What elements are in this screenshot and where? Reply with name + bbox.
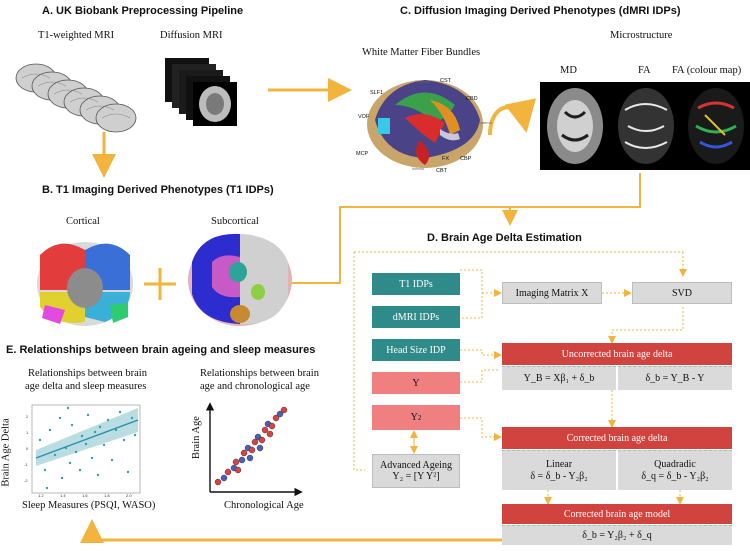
section-b-title: B. T1 Imaging Derived Phenotypes (T1 IDP… [42, 184, 274, 196]
uncorrected-delta-box: Uncorrected brain age delta [502, 343, 732, 365]
plot1-ytick-0: 2 [26, 414, 29, 419]
section-e-title: E. Relationships between brain ageing an… [6, 344, 316, 356]
plot1-xtick-1: 1.4 [60, 493, 66, 498]
plot1-xtick-4: 2.0 [126, 493, 132, 498]
tract-cst: CST [440, 78, 452, 84]
t1-mri-label: T1-weighted MRI [38, 30, 115, 41]
plot2-title-line2: age and chronological age [200, 381, 310, 392]
y-box: Y [372, 372, 460, 394]
subcortical-label: Subcortical [211, 216, 259, 227]
quadratic-box: Quadradic δ_q = δ_b - Y₂β₂ [618, 450, 732, 490]
white-matter-label: White Matter Fiber Bundles [362, 47, 481, 58]
tract-cbd: CBD [466, 96, 478, 102]
cortical-label: Cortical [66, 216, 100, 227]
quadratic-title: Quadradic [654, 459, 696, 470]
advanced-ageing-formula: Y₂ = [Y Y²] [392, 471, 440, 482]
tract-anterior: Anterior [478, 120, 493, 125]
md-label: MD [560, 65, 577, 76]
t1-idps-box: T1 IDPs [372, 273, 460, 295]
plot1-ytick-1: 1 [26, 430, 29, 435]
imaging-matrix-box: Imaging Matrix X [502, 282, 602, 304]
yb-formula-box: Y_B = Xβ₁ + δ_b [502, 366, 616, 390]
plot1-ytick-2: 0 [26, 446, 29, 451]
plot1-xtick-2: 1.6 [82, 493, 88, 498]
corrected-delta-box: Corrected brain age delta [502, 427, 732, 449]
tract-slf1: SLF1 [370, 90, 383, 96]
dashed-frame-d [353, 252, 365, 471]
fa-colour-label: FA (colour map) [672, 65, 742, 76]
plot2-xlabel: Chronological Age [224, 500, 304, 511]
plot1-title-line2: age delta and sleep measures [25, 381, 147, 392]
advanced-ageing-title: Advanced Ageing [380, 459, 452, 471]
advanced-ageing-box: Advanced Ageing Y₂ = [Y Y²] [372, 454, 460, 488]
corrected-model-box: Corrected brain age model [502, 504, 732, 524]
db-formula-box: δ_b = Y_B - Y [618, 366, 732, 390]
y2-label: Y [410, 412, 418, 423]
linear-title: Linear [545, 459, 573, 470]
quadratic-formula: δ_q = δ_b - Y₂β₂ [641, 470, 709, 482]
plot1-ytick-4: -2 [24, 478, 28, 483]
plot1-xlabel: Sleep Measures (PSQI, WASO) [22, 500, 156, 511]
section-c-title: C. Diffusion Imaging Derived Phenotypes … [400, 5, 681, 17]
tract-vof: VOF [358, 114, 370, 120]
arrow-curved-microstructure [488, 98, 536, 136]
plot1-ytick-3: -1 [24, 462, 28, 467]
tract-superior: Superior [415, 79, 431, 84]
section-d-title: D. Brain Age Delta Estimation [427, 232, 582, 244]
plot1-title-line1: Relationships between brain [28, 368, 147, 379]
tract-fx: FX [442, 156, 449, 162]
model-formula-box: δ_b = Y₂β₂ + δ_q [502, 525, 732, 545]
tract-cbp: CBP [460, 156, 472, 162]
linear-box: Linear δ = δ_b - Y₂β₂ [502, 450, 616, 490]
plot2-title-line1: Relationships between brain [200, 368, 319, 379]
svd-box: SVD [632, 282, 732, 304]
microstructure-label: Microstructure [610, 30, 673, 41]
section-a-title: A. UK Biobank Preprocessing Pipeline [42, 5, 244, 17]
tract-inferior: Inferior [412, 166, 425, 171]
y2-subscript: 2 [417, 413, 422, 422]
arrow-c-to-d [502, 173, 641, 226]
plot1-xtick-0: 1.2 [38, 493, 44, 498]
diffusion-mri-label: Diffusion MRI [160, 30, 223, 41]
dmri-idps-box: dMRI IDPs [372, 306, 460, 328]
tract-mcp: MCP [356, 151, 369, 157]
head-size-idp-box: Head Size IDP [372, 339, 460, 361]
plot1-xtick-3: 1.8 [104, 493, 110, 498]
tract-cbt: CBT [436, 168, 448, 174]
fa-label: FA [638, 65, 651, 76]
arrow-b-to-d [290, 206, 510, 284]
linear-formula: δ = δ_b - Y₂β₂ [530, 470, 588, 482]
